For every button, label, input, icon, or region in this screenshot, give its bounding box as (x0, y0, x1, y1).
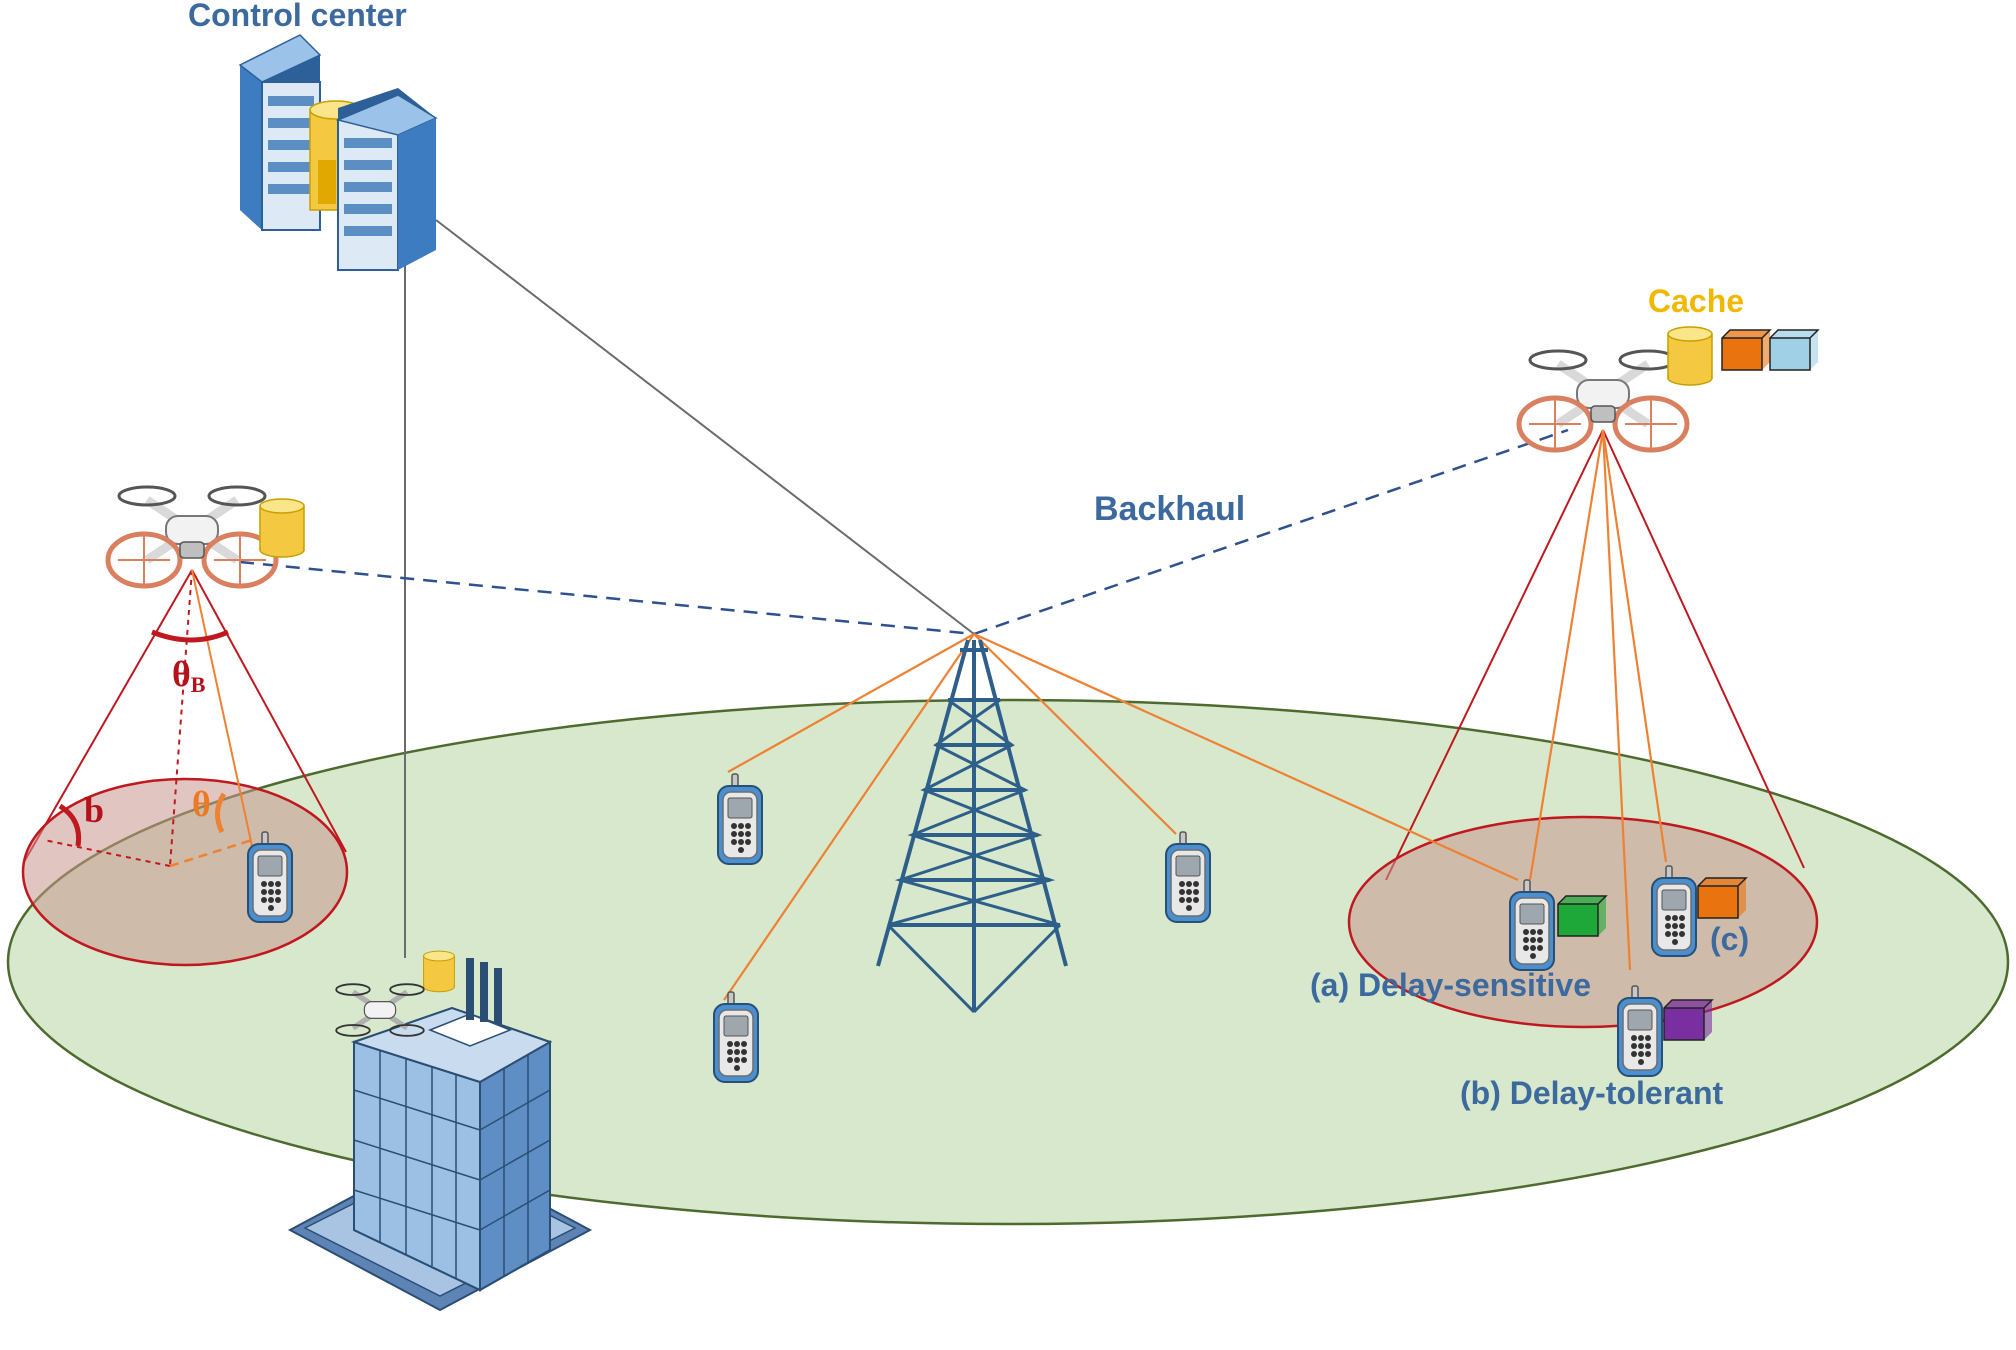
left-drone-coverage (21, 569, 349, 967)
drone-access-links (1528, 429, 1668, 971)
control-center-label: Control center (188, 0, 407, 33)
handset-icon (1165, 831, 1211, 923)
database-cylinder-icon (423, 950, 455, 993)
handset-icon (1617, 985, 1663, 1077)
database-cylinder-icon (1667, 326, 1713, 386)
server-icon (238, 34, 322, 231)
handset-icon (713, 991, 759, 1083)
wired-link-tower (435, 219, 975, 635)
handset-icon (1651, 865, 1697, 957)
server-icon (335, 88, 438, 271)
building-icon (287, 958, 593, 1312)
content-cube-icon (1769, 329, 1819, 371)
control-center-servers (238, 34, 438, 271)
cell-tower-icon (876, 639, 1068, 1014)
content-cube-icon (1721, 329, 1771, 371)
case-c-label: (c) (1710, 921, 1749, 957)
delay-tolerant-label: (b) Delay-tolerant (1460, 1075, 1723, 1111)
handset-icon (717, 773, 763, 865)
content-cube-icon (1557, 895, 1607, 937)
theta-symbol: θ (192, 784, 211, 824)
handset-icon (247, 831, 293, 923)
delay-sensitive-label: (a) Delay-sensitive (1310, 967, 1591, 1003)
handset-icon (1509, 879, 1555, 971)
drone-icon (335, 983, 425, 1037)
database-cylinder-icon (259, 498, 305, 558)
backhaul-label: Backhaul (1094, 490, 1245, 528)
content-cube-icon (1697, 877, 1747, 919)
tower-access-links (723, 632, 1519, 1001)
content-cube-icon (1663, 999, 1713, 1041)
beam-angle-symbol: θB (172, 654, 206, 697)
backhaul-link-right (973, 428, 1569, 636)
angle-b-symbol: b (84, 790, 104, 830)
cache-label: Cache (1648, 283, 1744, 319)
backhaul-link-left (239, 560, 975, 636)
